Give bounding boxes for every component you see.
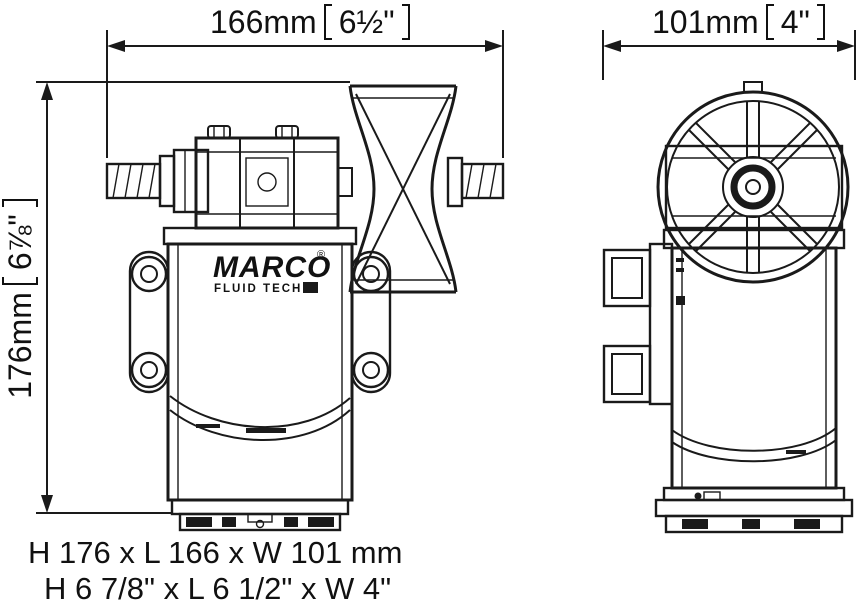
base-side bbox=[654, 486, 854, 534]
terminal-box bbox=[602, 242, 674, 406]
dim-height-lines bbox=[36, 81, 350, 514]
small-print-mark bbox=[246, 428, 286, 433]
bracket-right bbox=[401, 4, 410, 40]
front-view: MARCO ® FLUID TECH bbox=[105, 84, 505, 532]
dim-width-label: 101mm 4" bbox=[652, 4, 825, 40]
overall-dimensions-mm: H 176 x L 166 x W 101 mm bbox=[28, 535, 403, 570]
small-print-mark bbox=[196, 424, 220, 428]
drain-hole bbox=[255, 519, 265, 529]
clip-pin bbox=[694, 492, 702, 500]
bracket-right bbox=[2, 199, 38, 208]
dim-length-label: 166mm 6½" bbox=[210, 4, 410, 40]
partial-label-mark bbox=[676, 268, 684, 272]
bracket-left bbox=[2, 277, 38, 286]
bolt-hole bbox=[352, 255, 390, 293]
label-swoosh-front bbox=[169, 395, 351, 441]
hose-barb-left bbox=[105, 154, 176, 208]
head-bolt-right bbox=[275, 125, 299, 139]
partial-logo-box bbox=[676, 296, 685, 305]
motor-body-side bbox=[662, 228, 846, 490]
dim-width-lines bbox=[602, 30, 856, 80]
logo-box bbox=[303, 282, 318, 293]
mounting-ears bbox=[128, 250, 392, 394]
dim-height-mm: 176mm bbox=[2, 292, 38, 399]
bracket-left bbox=[765, 4, 774, 40]
arrow-bottom bbox=[41, 495, 53, 513]
partial-label-mark bbox=[676, 258, 684, 262]
hub-outer bbox=[722, 156, 784, 218]
small-print-mark bbox=[786, 450, 806, 454]
fitting-nut-left bbox=[172, 148, 210, 214]
shaft-stub bbox=[337, 167, 353, 197]
clip bbox=[703, 491, 721, 501]
label-swoosh-side bbox=[671, 427, 837, 452]
label-swoosh-side bbox=[671, 439, 837, 463]
bracket-left bbox=[323, 4, 332, 40]
dim-width-mm: 101mm bbox=[652, 4, 759, 40]
head-edge bbox=[664, 144, 844, 230]
arrow-right bbox=[837, 40, 855, 52]
connector-lower bbox=[602, 344, 652, 404]
dim-length-inch: 6½" bbox=[338, 4, 395, 40]
brand-subtitle: FLUID TECH bbox=[214, 283, 302, 295]
x-bracket bbox=[348, 84, 458, 294]
head-bolt-left bbox=[207, 125, 231, 139]
base-front bbox=[168, 498, 352, 532]
hub-center bbox=[745, 179, 761, 195]
arrow-left bbox=[107, 40, 125, 52]
bracket-right bbox=[816, 4, 825, 40]
side-view bbox=[602, 81, 854, 534]
registered-mark: ® bbox=[317, 249, 325, 261]
bolt-hole bbox=[352, 351, 390, 389]
pump-head bbox=[194, 125, 340, 230]
arrow-top bbox=[41, 82, 53, 100]
dim-length-lines bbox=[106, 30, 504, 158]
hose-barb-right bbox=[446, 156, 505, 208]
bolt-hole bbox=[130, 351, 168, 389]
brand-name: MARCO bbox=[213, 251, 331, 284]
arrow-right bbox=[485, 40, 503, 52]
brand-logo: MARCO ® FLUID TECH bbox=[213, 249, 331, 295]
dim-height-inch: 6⅞" bbox=[2, 214, 38, 271]
connector-upper bbox=[602, 248, 652, 308]
hub-ring bbox=[730, 164, 776, 210]
arrow-left bbox=[603, 40, 621, 52]
dim-height-label: 176mm 6⅞" bbox=[2, 196, 38, 402]
dim-length-mm: 166mm bbox=[210, 4, 317, 40]
dim-width-inch: 4" bbox=[780, 4, 810, 40]
overall-dimensions-inch: H 6 7/8" x L 6 1/2" x W 4" bbox=[44, 571, 392, 605]
bolt-hole bbox=[130, 255, 168, 293]
fan-cover bbox=[656, 81, 850, 284]
